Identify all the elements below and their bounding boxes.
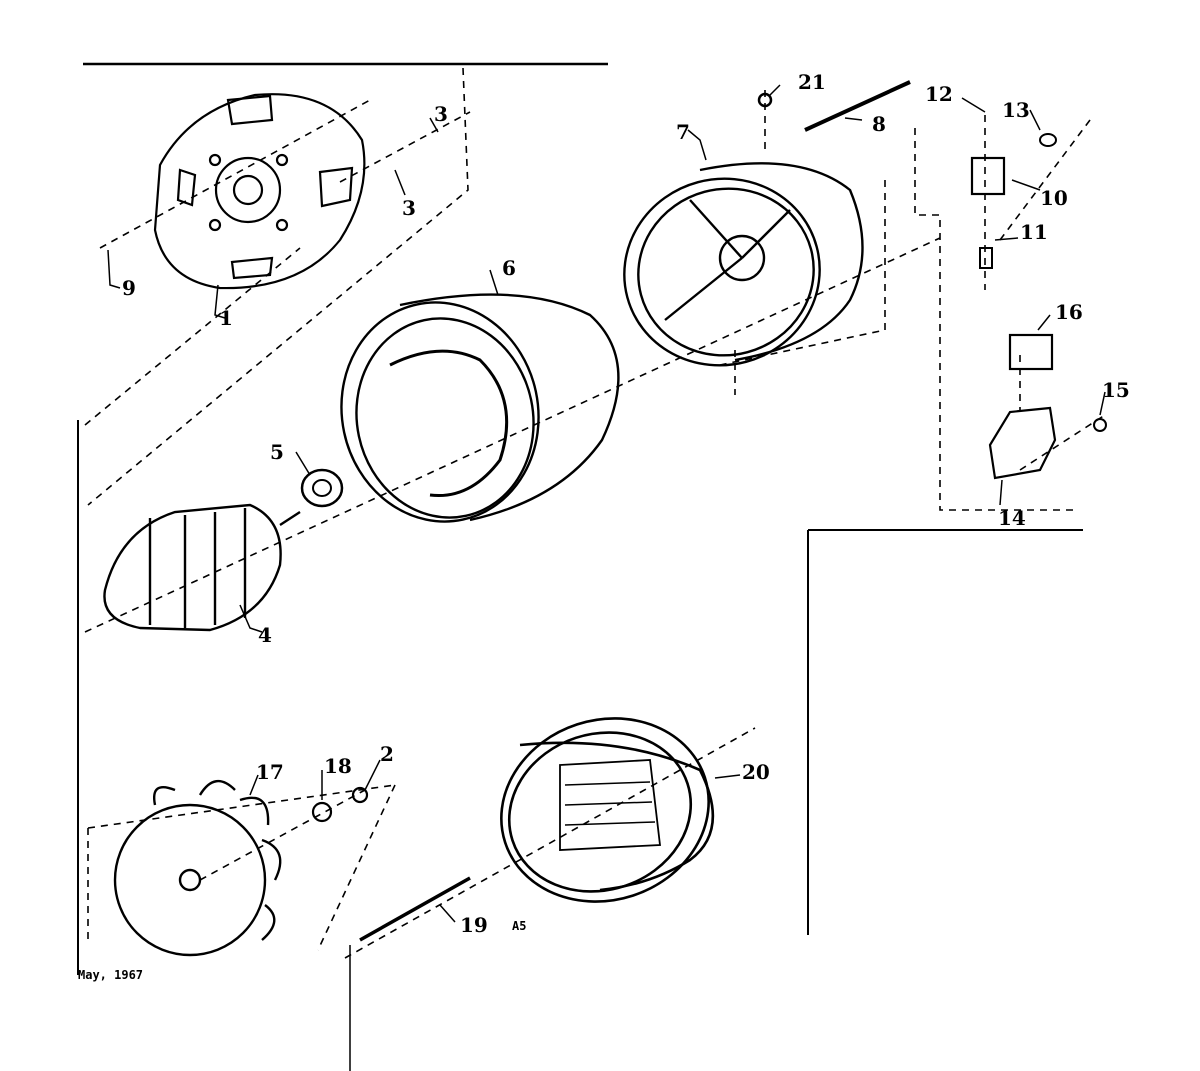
callout-7: 7 — [676, 120, 690, 144]
callout-18: 18 — [324, 754, 352, 778]
callout-5: 5 — [270, 440, 284, 464]
callout-11: 11 — [1020, 220, 1048, 244]
callout-13: 13 — [1002, 98, 1030, 122]
capacitor-part — [1008, 333, 1054, 371]
bearing-part — [300, 468, 344, 508]
switch-part — [988, 406, 1057, 480]
through-bolt-part — [804, 80, 911, 132]
callout-6: 6 — [502, 256, 516, 280]
rotor-part — [103, 503, 301, 632]
callout-3: 3 — [434, 102, 448, 126]
cover-bolt-part — [359, 876, 471, 942]
callout-3-secondary: 3 — [402, 196, 416, 220]
callout-4: 4 — [258, 623, 272, 647]
end-bell-part — [153, 93, 366, 290]
date-stamp: May, 1967 — [78, 968, 144, 982]
callout-16: 16 — [1055, 300, 1083, 324]
callout-9: 9 — [122, 276, 136, 300]
callout-19: 19 — [460, 913, 488, 937]
cover-part — [500, 717, 715, 903]
callout-21: 21 — [798, 70, 826, 94]
callout-20: 20 — [742, 760, 770, 784]
callout-8: 8 — [872, 112, 886, 136]
callout-10: 10 — [1040, 186, 1068, 210]
fan-part — [113, 780, 282, 957]
callout-15: 15 — [1102, 378, 1130, 402]
page-code: A5 — [512, 919, 527, 933]
callout-1: 1 — [219, 306, 233, 330]
stator-housing-part — [340, 293, 620, 523]
terminal-block-part — [970, 156, 1006, 196]
callout-12: 12 — [925, 82, 953, 106]
front-end-shield-part — [623, 162, 864, 367]
callout-2: 2 — [380, 742, 394, 766]
callout-14: 14 — [998, 506, 1026, 530]
callout-17: 17 — [256, 760, 284, 784]
